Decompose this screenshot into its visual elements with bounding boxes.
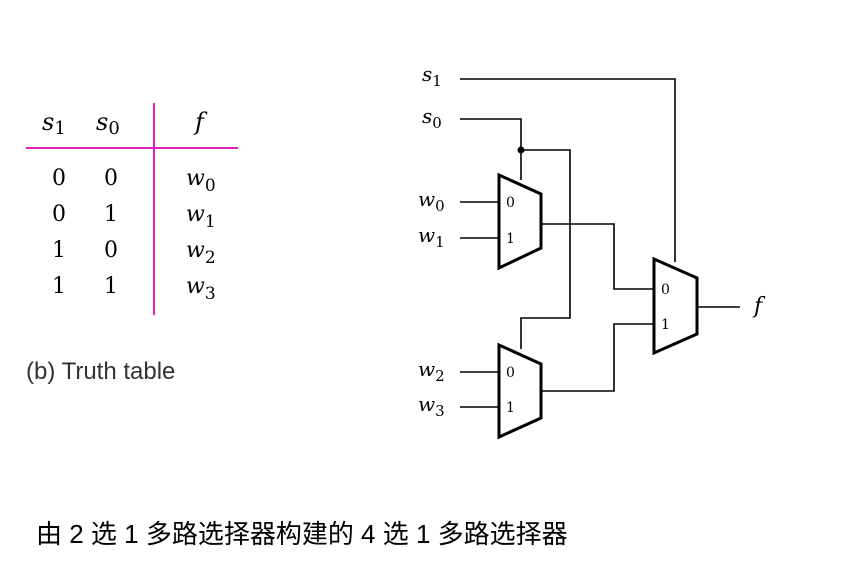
cell-s0: 0 [104, 166, 118, 191]
mux-circuit: s1 s0 w0 w1 w2 w3 f 0 1 0 1 [418, 62, 766, 440]
mux-2 [497, 342, 543, 440]
cell-s1: 0 [52, 202, 66, 227]
cell-s1: 0 [52, 166, 66, 191]
label-w1: w1 [418, 223, 445, 251]
wire-s0-to-mux2 [520, 149, 571, 349]
muxf-port-0: 0 [661, 282, 670, 298]
cell-f: w2 [186, 238, 216, 268]
header-s0: s0 [96, 108, 120, 139]
table-row: 0 0 w0 [52, 166, 216, 196]
mux-final [652, 256, 699, 356]
label-w2: w2 [418, 357, 445, 385]
label-s1: s1 [422, 62, 442, 90]
table-row: 1 0 w2 [52, 238, 216, 268]
junction-dot [517, 146, 525, 154]
mux1-port-0: 0 [506, 195, 515, 211]
mux2-port-0: 0 [506, 365, 515, 381]
cell-f: w1 [186, 202, 216, 232]
figure-caption: 由 2 选 1 多路选择器构建的 4 选 1 多路选择器 [36, 519, 568, 549]
cell-s0: 0 [104, 238, 118, 263]
wire-s1 [460, 78, 676, 262]
cell-s0: 1 [104, 202, 118, 227]
mux2-port-1: 1 [506, 400, 515, 416]
wire-mux2-out [541, 323, 654, 392]
table-row: 1 1 w3 [52, 274, 216, 304]
muxf-port-1: 1 [661, 317, 670, 333]
cell-s1: 1 [52, 238, 66, 263]
cell-s0: 1 [104, 274, 118, 299]
truth-table: s1 s0 f 0 0 w0 0 1 w1 1 0 w2 1 1 w3 (b) … [26, 103, 238, 385]
cell-f: w0 [186, 166, 216, 196]
cell-f: w3 [186, 274, 216, 304]
cell-s1: 1 [52, 274, 66, 299]
label-w3: w3 [418, 392, 445, 420]
mux1-port-1: 1 [506, 231, 515, 247]
table-row: 0 1 w1 [52, 202, 216, 232]
label-w0: w0 [418, 187, 445, 215]
wire-s0 [460, 118, 522, 180]
mux-1 [497, 172, 543, 271]
label-f: f [752, 294, 766, 319]
wire-mux1-out [541, 223, 654, 290]
truth-table-caption: (b) Truth table [26, 358, 175, 385]
header-s1: s1 [42, 108, 66, 139]
header-f: f [193, 108, 208, 136]
label-s0: s0 [422, 104, 442, 132]
